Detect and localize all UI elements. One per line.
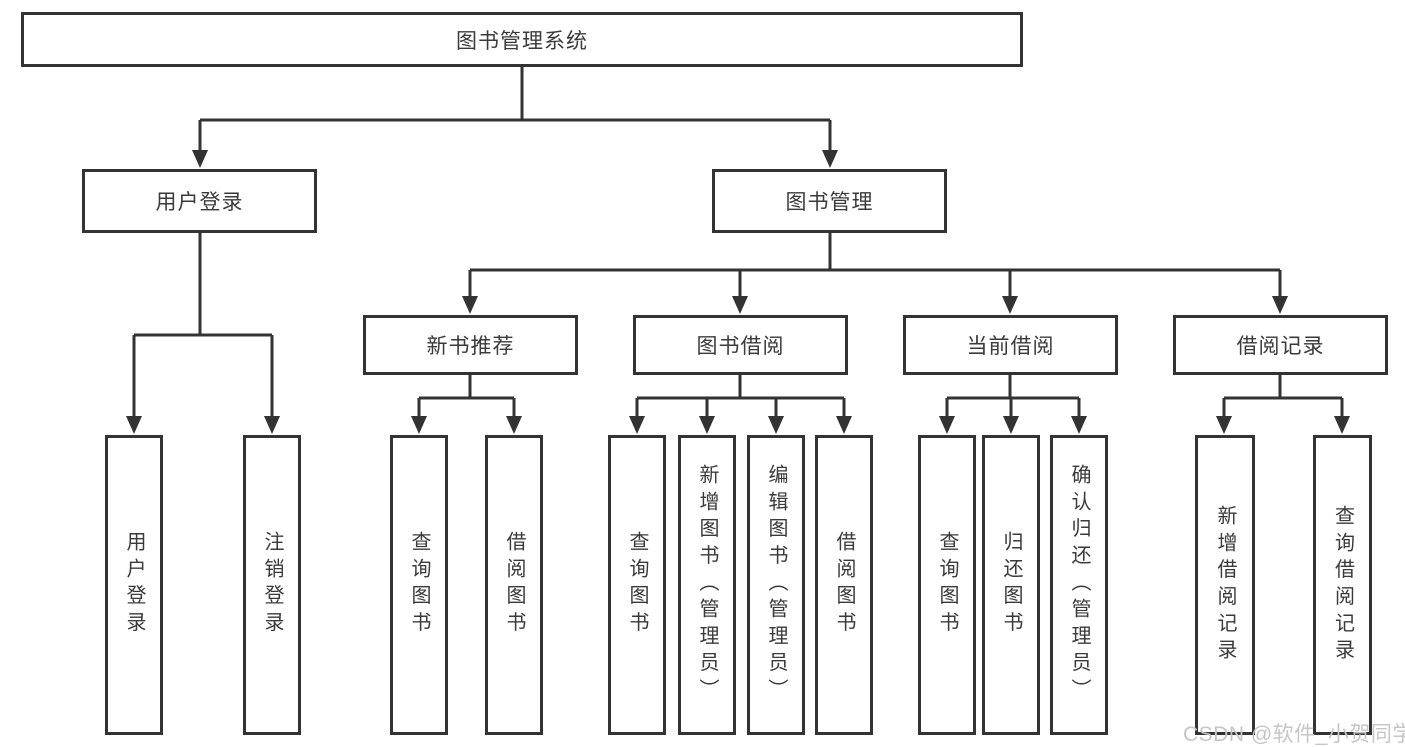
leaf-query-book-recommend-label: 查询图书 (408, 531, 430, 639)
leaf-borrow-book: 借阅图书 (815, 435, 873, 735)
leaf-user-login: 用户登录 (105, 435, 163, 735)
leaf-query-borrow-record-label: 查询借阅记录 (1331, 504, 1354, 666)
node-borrow-records: 借阅记录 (1173, 315, 1388, 375)
leaf-return-book-label: 归还图书 (1000, 531, 1022, 639)
leaf-add-book-admin-label: 新增图书（管理员） (696, 464, 718, 706)
leaf-confirm-return-admin: 确认归还（管理员） (1050, 435, 1108, 735)
leaf-borrow-book-label: 借阅图书 (833, 531, 855, 639)
leaf-query-book-current-label: 查询图书 (936, 531, 958, 639)
leaf-add-borrow-record: 新增借阅记录 (1195, 435, 1255, 735)
leaf-user-login-label: 用户登录 (123, 531, 145, 639)
node-user-login: 用户登录 (82, 169, 317, 233)
csdn-watermark: CSDN @软件_小贺同学 (1183, 723, 1405, 746)
arrowhead-icons (126, 150, 1350, 434)
node-current-borrow: 当前借阅 (903, 315, 1118, 375)
leaf-return-book: 归还图书 (982, 435, 1040, 735)
leaf-borrow-book-recommend: 借阅图书 (485, 435, 543, 735)
node-root: 图书管理系统 (21, 12, 1023, 67)
leaf-borrow-book-recommend-label: 借阅图书 (503, 531, 525, 639)
leaf-query-book-borrow: 查询图书 (608, 435, 666, 735)
node-book-borrow: 图书借阅 (633, 315, 848, 375)
leaf-query-book-current: 查询图书 (918, 435, 976, 735)
leaf-logout: 注销登录 (243, 435, 301, 735)
leaf-query-borrow-record: 查询借阅记录 (1313, 435, 1372, 735)
leaf-query-book-recommend: 查询图书 (390, 435, 448, 735)
node-new-book-recommend: 新书推荐 (363, 315, 578, 375)
leaf-edit-book-admin-label: 编辑图书（管理员） (765, 464, 787, 706)
leaf-query-book-borrow-label: 查询图书 (626, 531, 648, 639)
node-book-management: 图书管理 (712, 169, 947, 233)
leaf-logout-label: 注销登录 (261, 531, 283, 639)
leaf-add-book-admin: 新增图书（管理员） (678, 435, 736, 735)
leaf-add-borrow-record-label: 新增借阅记录 (1214, 504, 1236, 666)
leaf-edit-book-admin: 编辑图书（管理员） (747, 435, 805, 735)
leaf-confirm-return-admin-label: 确认归还（管理员） (1068, 464, 1090, 706)
